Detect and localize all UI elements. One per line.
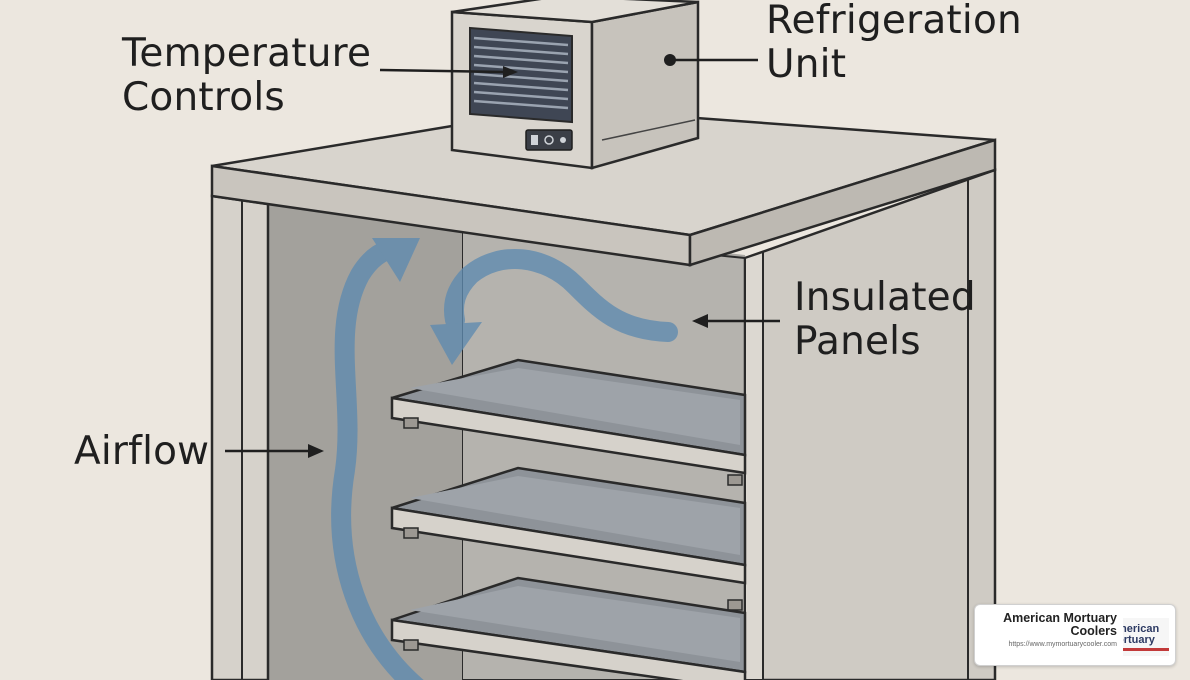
pointer-airflow xyxy=(225,444,324,458)
cabinet-right-post xyxy=(744,250,764,680)
unit-top xyxy=(451,0,699,24)
watermark-badge[interactable]: American Mortuary Coolers https://www.my… xyxy=(974,604,1176,666)
insulated-panels-line-2: Panels xyxy=(794,319,921,364)
cabinet-right-side xyxy=(743,168,997,680)
insulated-panels-line-1: Insulated xyxy=(794,275,976,320)
logo-bar xyxy=(1123,648,1169,651)
pointer-refrigeration xyxy=(664,54,758,66)
temperature-controls-label: Temperature Controls xyxy=(122,32,371,120)
company-logo: merican ortuary xyxy=(1123,618,1169,656)
temperature-controls-line-1: Temperature xyxy=(122,31,372,76)
refrigeration-unit-line-2: Unit xyxy=(766,42,847,87)
logo-text: merican ortuary xyxy=(1123,623,1160,646)
refrigeration-unit-label: Refrigeration Unit xyxy=(766,0,1022,87)
vent-grille-icon xyxy=(469,26,573,124)
airflow-arrow-icon xyxy=(331,238,678,680)
unit-side xyxy=(590,0,700,170)
temperature-controls-line-2: Controls xyxy=(122,75,285,120)
airflow-label: Airflow xyxy=(74,430,209,474)
watermark-name: American Mortuary Coolers xyxy=(1003,611,1117,638)
control-panel-icon xyxy=(525,129,573,151)
refrigeration-unit-line-1: Refrigeration xyxy=(766,0,1022,43)
cabinet-top-side xyxy=(688,138,997,267)
cabinet-left-post xyxy=(210,194,270,680)
airflow-line: Airflow xyxy=(74,429,210,474)
watermark-url[interactable]: https://www.mymortuarycooler.com xyxy=(1008,641,1117,648)
pointer-temperature xyxy=(379,66,518,78)
pointer-insulated xyxy=(692,314,780,328)
interior-shadow xyxy=(268,205,462,680)
shelf-bottom xyxy=(390,576,747,680)
insulated-panels-label: Insulated Panels xyxy=(794,276,976,364)
unit-side-detail xyxy=(601,119,696,141)
shelf-top xyxy=(390,358,747,486)
shelf-middle xyxy=(390,466,747,611)
